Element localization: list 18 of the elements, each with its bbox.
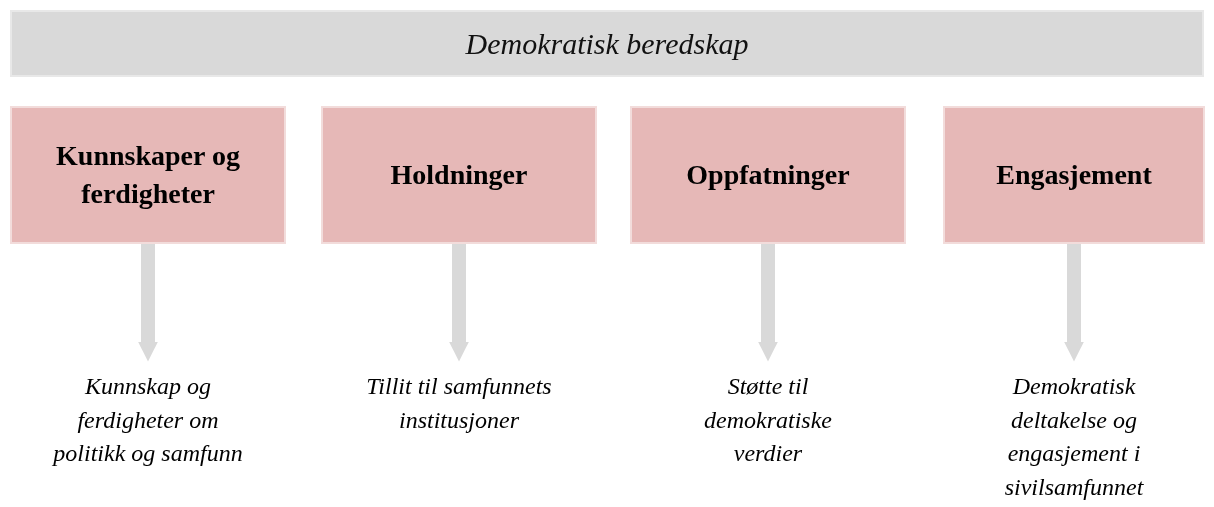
category-heading: Oppfatninger	[686, 158, 850, 193]
category-heading: Holdninger	[390, 158, 528, 193]
title-banner	[10, 10, 1204, 77]
outcome-text: Kunnskap og ferdigheter om politikk og samfunn	[53, 373, 243, 467]
arrow	[138, 244, 158, 362]
outcome-text: Støtte til demokratiske verdier	[704, 373, 832, 467]
outcome-text: Tillit til samfunnets institusjoner	[366, 373, 552, 433]
arrow	[758, 244, 778, 362]
outcome-text: Demokratisk deltakelse og engasjement i sivilsamfunnet	[1004, 373, 1144, 500]
arrow	[449, 244, 469, 362]
arrow	[1064, 244, 1084, 362]
category-box	[10, 106, 286, 244]
category-heading: Engasjement	[996, 158, 1152, 193]
category-box	[321, 106, 597, 244]
category-box	[943, 106, 1205, 244]
category-box	[630, 106, 906, 244]
banner-text: Demokratisk beredskap	[465, 26, 749, 61]
category-heading: Kunnskaper og ferdigheter	[55, 139, 241, 211]
